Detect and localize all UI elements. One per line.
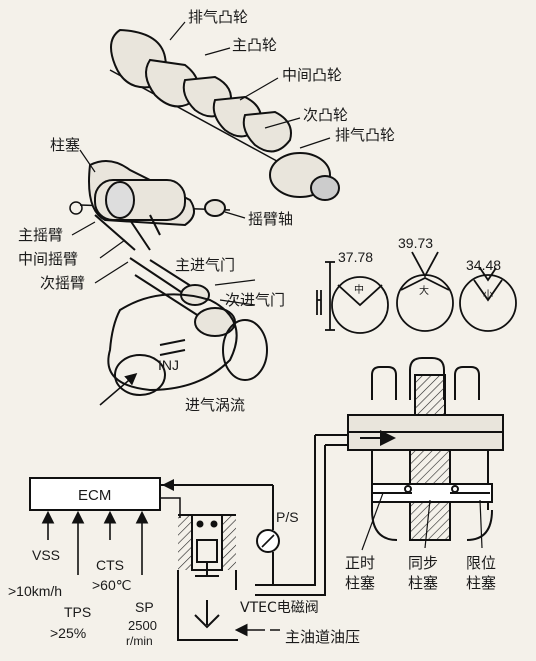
cam-mark-2: 小	[483, 289, 493, 301]
sensor-sp-name: SP	[135, 599, 154, 615]
label-vtec-solenoid: VTEC电磁阀	[240, 600, 319, 616]
cam-mark-0: 中	[354, 283, 364, 296]
cam-profile-small	[459, 267, 517, 332]
cam-mark-1: 大	[419, 284, 429, 297]
label-ps: P/S	[276, 509, 299, 525]
cam-profiles	[316, 251, 517, 334]
label-inj: INJ	[158, 357, 179, 373]
cam-value-0: 37.78	[338, 249, 373, 265]
piston-label-limit-1: 限位	[466, 554, 496, 572]
label-secondary-cam: 次凸轮	[303, 106, 348, 124]
piston-label-sync-2: 柱塞	[408, 574, 438, 592]
label-middle-cam: 中间凸轮	[282, 66, 342, 84]
label-primary-intake-valve: 主进气门	[175, 256, 235, 274]
pressure-switch	[256, 529, 280, 553]
label-main-oil-pressure: 主油道油压	[285, 628, 360, 646]
ecm-box	[29, 477, 161, 511]
vtec-solenoid-valve	[177, 514, 265, 641]
sensor-arrows	[41, 510, 149, 575]
cam-profile-mid	[316, 261, 389, 334]
piston-label-limit-2: 柱塞	[466, 574, 496, 592]
label-secondary-rocker: 次摇臂	[40, 274, 85, 292]
label-ecm: ECM	[78, 487, 111, 504]
label-primary-rocker: 主摇臂	[18, 226, 63, 244]
label-middle-rocker: 中间摇臂	[18, 250, 78, 268]
label-intake-swirl: 进气涡流	[185, 396, 245, 414]
oil-piping	[160, 434, 348, 596]
sensor-tps-name: TPS	[64, 604, 91, 620]
label-rocker-shaft: 摇臂轴	[248, 210, 293, 228]
label-exhaust-cam-right: 排气凸轮	[335, 126, 395, 144]
sensor-cts-cond: >60℃	[92, 577, 131, 593]
rocker-pivot	[69, 201, 83, 215]
piston-label-sync-1: 同步	[408, 554, 438, 572]
cam-value-2: 34.48	[466, 257, 501, 273]
label-exhaust-cam-top: 排气凸轮	[188, 8, 248, 26]
piston-label-timing-1: 正时	[345, 554, 375, 572]
sensor-sp-cond: 2500	[128, 618, 157, 633]
piston-label-timing-2: 柱塞	[345, 574, 375, 592]
sensor-vss-cond: >10km/h	[8, 583, 62, 599]
label-plunger: 柱塞	[50, 136, 80, 154]
intake-valves	[107, 257, 268, 396]
cam-profile-large	[396, 251, 454, 332]
cam-value-1: 39.73	[398, 235, 433, 251]
piston-assembly	[347, 357, 504, 541]
label-primary-cam: 主凸轮	[232, 36, 277, 54]
sensor-sp-cond2: r/min	[126, 634, 153, 648]
sensor-vss-name: VSS	[32, 547, 60, 563]
sensor-tps-cond: >25%	[50, 625, 86, 641]
label-secondary-intake-valve: 次进气门	[225, 291, 285, 309]
camshaft-assembly	[79, 28, 340, 251]
sensor-cts-name: CTS	[96, 557, 124, 573]
leader-lines	[71, 21, 331, 284]
intake-flow-arrow	[99, 373, 138, 406]
